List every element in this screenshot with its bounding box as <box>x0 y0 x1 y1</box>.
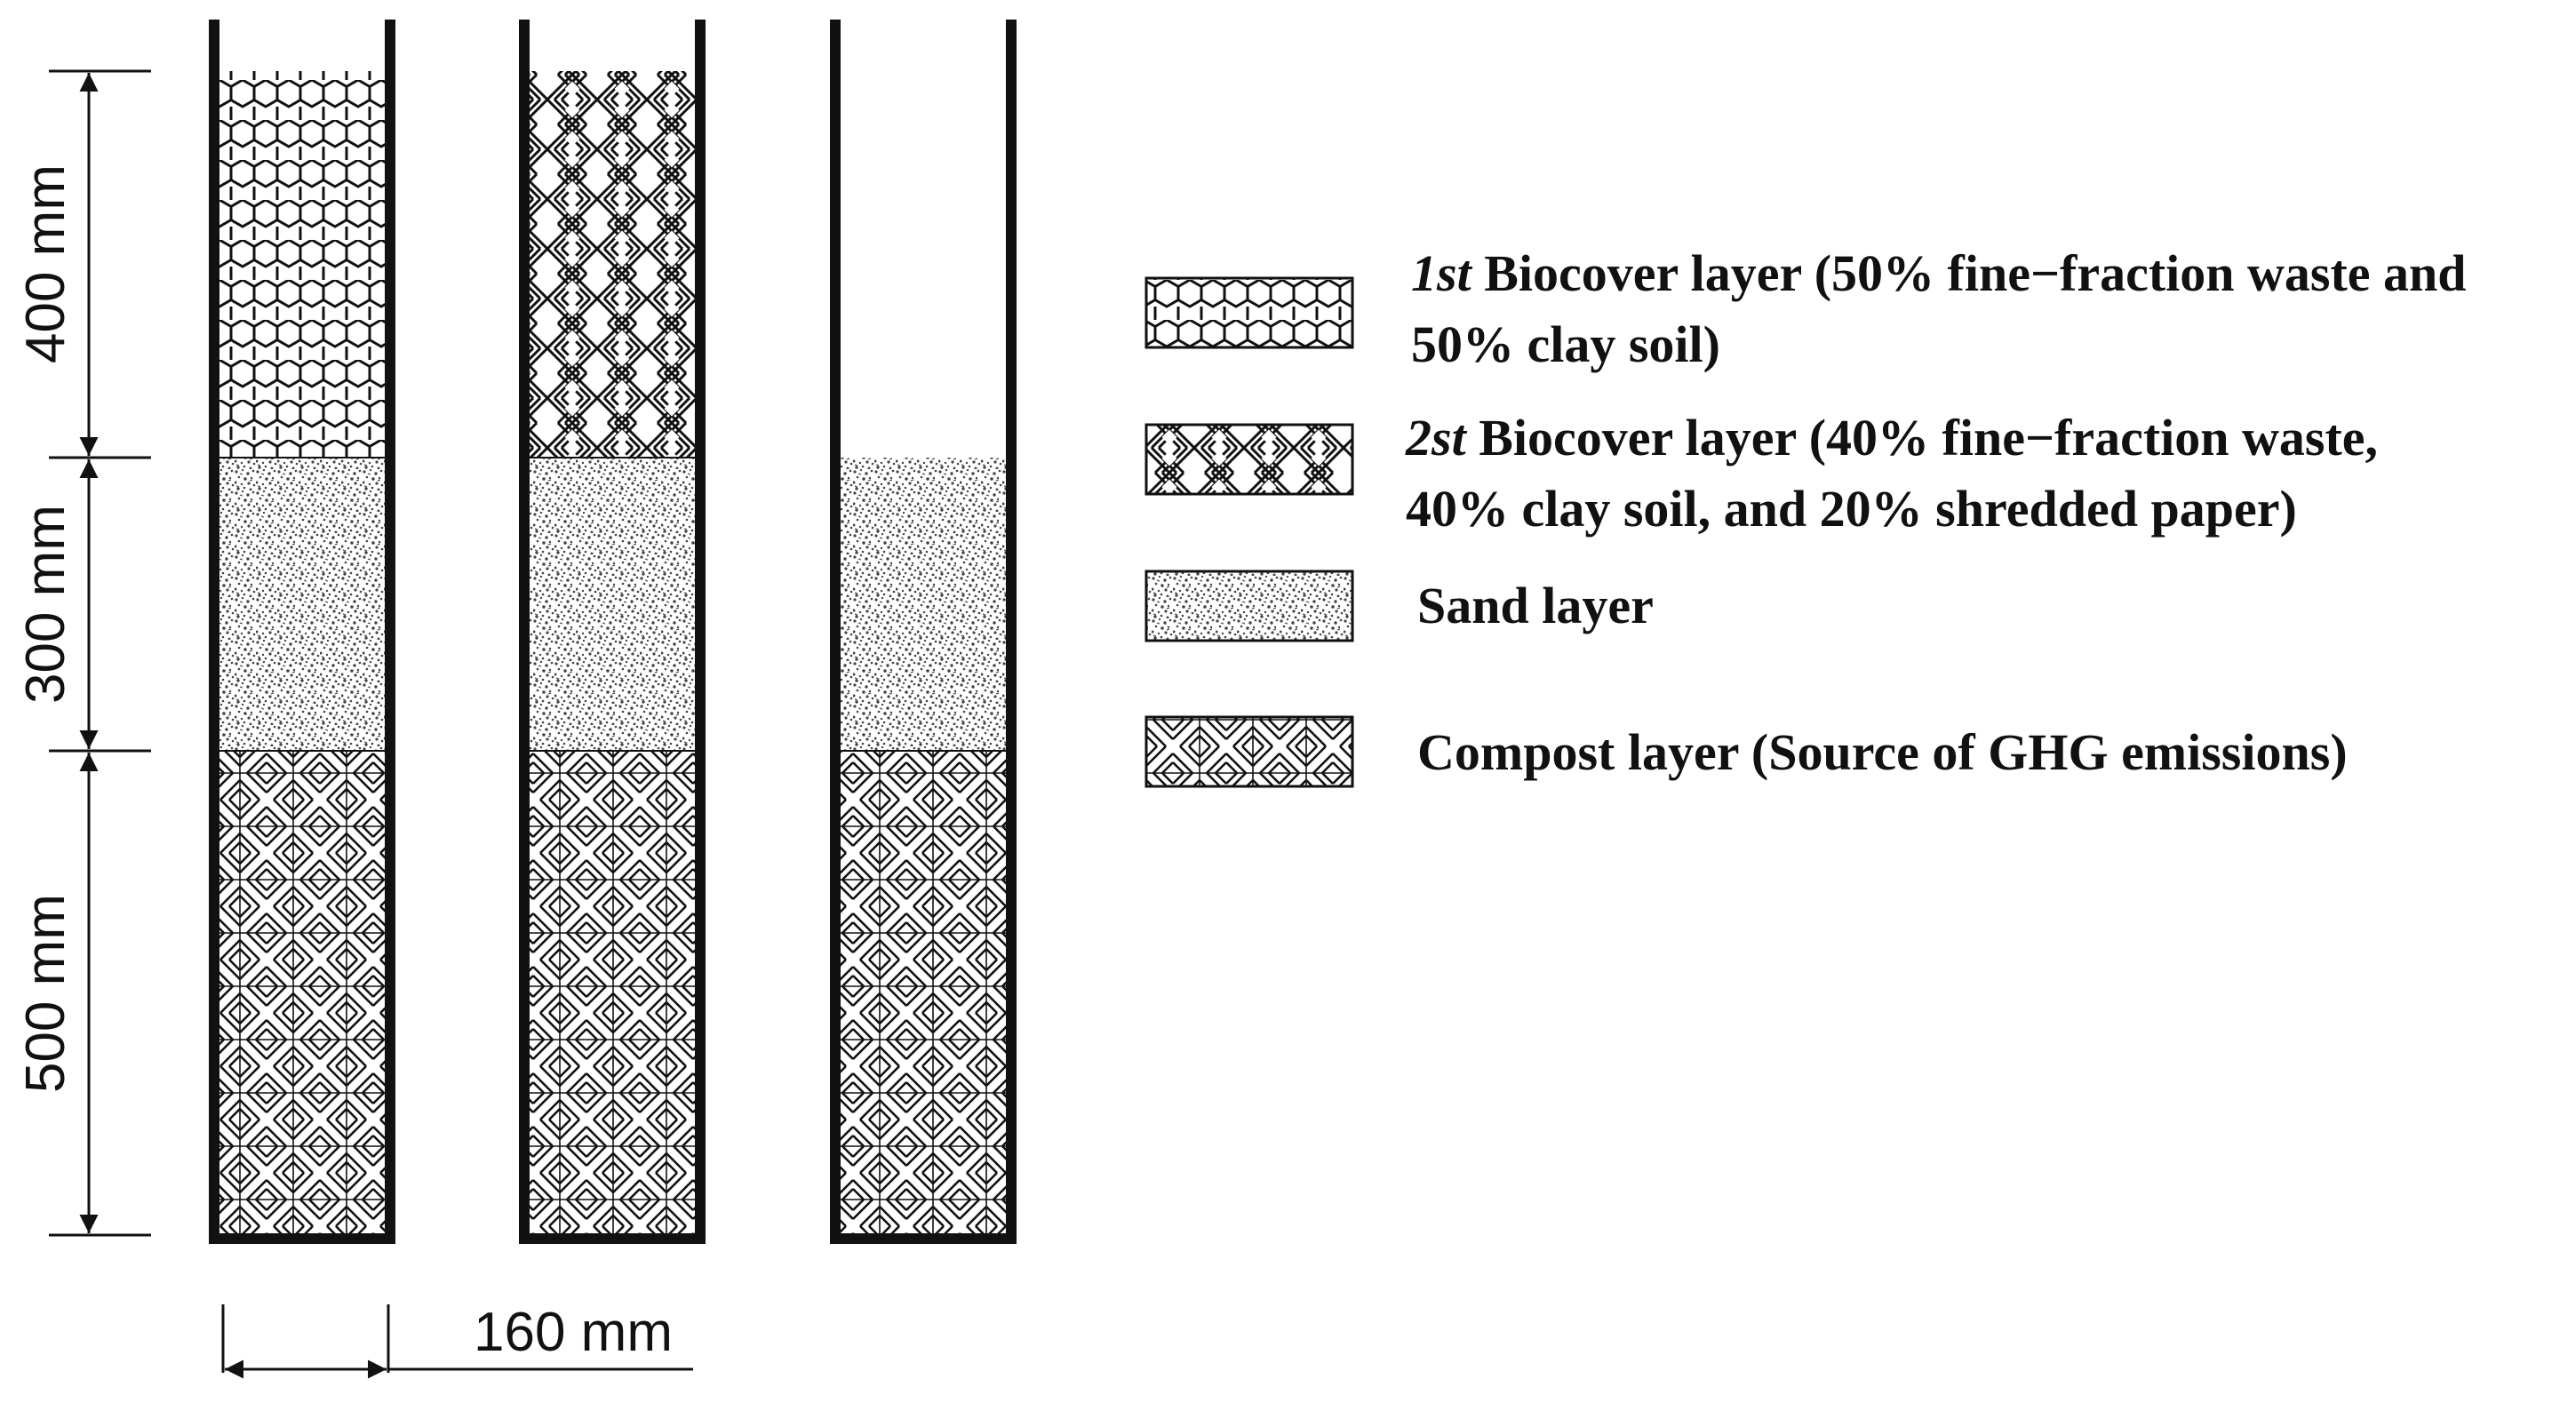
legend-text-biocover1-line1: 1st Biocover layer (50% fine−fraction wa… <box>1411 244 2467 302</box>
dim-label-300: 300 mm <box>15 505 76 704</box>
column-2-wall <box>519 20 706 1244</box>
legend-text-biocover2-line2: 40% clay soil, and 20% shredded paper) <box>1406 480 2297 538</box>
column-1-wall <box>209 20 395 1244</box>
dim-label-160: 160 mm <box>474 1302 673 1363</box>
legend-text-biocover1-line2: 50% clay soil) <box>1411 315 1720 373</box>
column-3-wall <box>830 20 1017 1244</box>
column-3 <box>830 20 1017 1244</box>
legend-swatch-compost <box>1144 715 1354 788</box>
column-1-biocover1-fill <box>218 71 387 458</box>
dim-label-500: 500 mm <box>15 894 76 1093</box>
column-2-biocover2-fill <box>528 71 697 458</box>
legend-swatch-biocover2 <box>1144 423 1354 496</box>
column-2 <box>519 20 706 1244</box>
column-3-sand-fill <box>839 458 1008 751</box>
column-2-compost-fill <box>528 751 697 1235</box>
legend-text-biocover2-line1: 2st Biocover layer (40% fine−fraction wa… <box>1405 409 2378 466</box>
column-3-compost-fill <box>839 751 1008 1235</box>
vertical-dimensions <box>49 69 151 1237</box>
dim-label-400: 400 mm <box>15 164 76 363</box>
legend-swatch-sand <box>1144 570 1354 642</box>
horizontal-dimension <box>221 1304 693 1379</box>
legend-text-sand: Sand layer <box>1417 577 1654 634</box>
legend-swatch-biocover1 <box>1144 276 1354 349</box>
column-1 <box>209 20 395 1244</box>
column-1-compost-fill <box>218 751 387 1235</box>
legend-text-compost: Compost layer (Source of GHG emissions) <box>1417 723 2348 781</box>
legend: 1st Biocover layer (50% fine−fraction wa… <box>1144 244 2467 788</box>
column-2-sand-fill <box>528 458 697 751</box>
column-1-sand-fill <box>218 458 387 751</box>
